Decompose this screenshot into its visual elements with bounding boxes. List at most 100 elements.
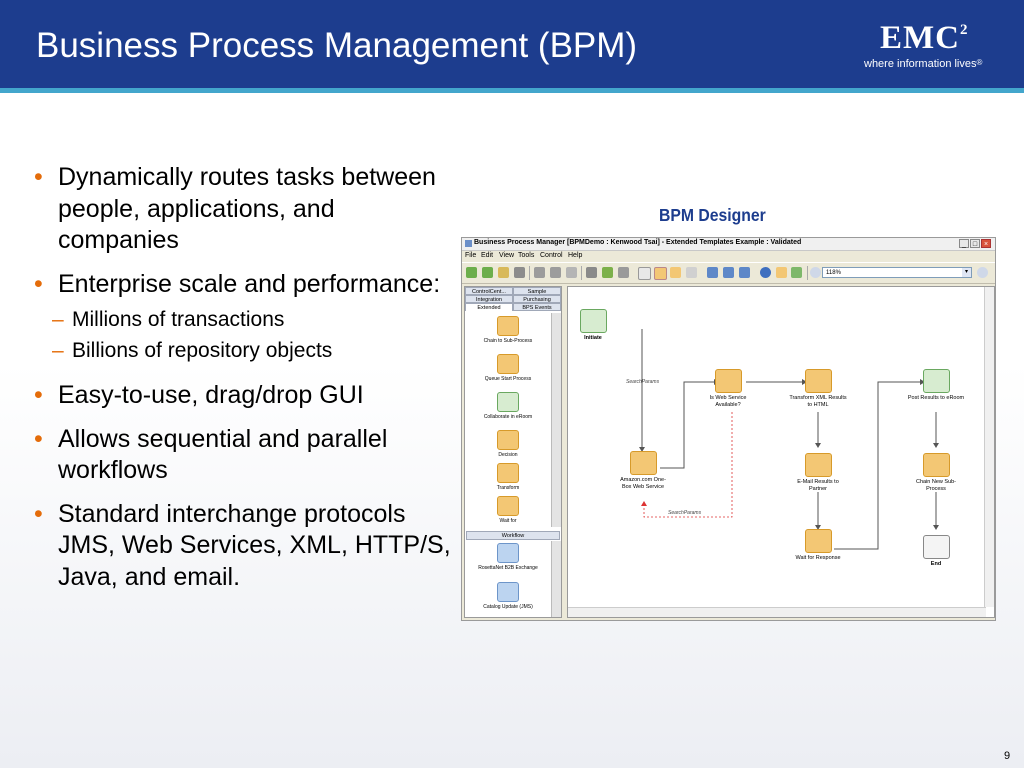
palette-item-eroom[interactable]: Collaborate in eRoom [465, 392, 551, 420]
activity-palette: ControlCent... Sample Integration Purcha… [464, 286, 562, 618]
menu-help[interactable]: Help [568, 252, 583, 259]
process-canvas[interactable]: SearchParams SearchParams Initiate Is We… [567, 286, 995, 618]
node-end[interactable]: End [918, 535, 954, 568]
zoom-in-icon[interactable] [810, 267, 821, 278]
tab-extended[interactable]: Extended [465, 303, 513, 311]
window-titlebar: Business Process Manager [BPMDemo : Kenw… [462, 238, 995, 251]
node-chain-subprocess[interactable]: Chain New Sub-Process [908, 453, 964, 493]
menu-file[interactable]: File [465, 252, 477, 259]
chevron-down-icon[interactable]: ▾ [962, 268, 971, 277]
palette-item-queue-start[interactable]: Queue Start Process [465, 354, 551, 382]
bullet-dot: • [34, 269, 43, 298]
bullet-dash: – [52, 339, 64, 362]
run-icon[interactable] [791, 267, 802, 278]
palette-scrollbar[interactable] [551, 541, 561, 617]
palette-item-chain-subprocess[interactable]: Chain to Sub-Process [465, 316, 551, 344]
bullet-item: •Easy-to-use, drag/drop GUI [34, 380, 459, 412]
node-post-eroom[interactable]: Post Results to eRoom [906, 369, 966, 402]
hand-icon[interactable] [586, 267, 597, 278]
bullet-item: •Dynamically routes tasks between people… [34, 163, 436, 254]
canvas-vertical-scrollbar[interactable] [984, 287, 994, 607]
paste-icon[interactable] [550, 267, 561, 278]
node-transform-xml[interactable]: Transform XML Results to HTML [788, 369, 848, 409]
arrow-head [933, 443, 939, 448]
palette-item-decision[interactable]: Decision [465, 430, 551, 458]
bullet-dash: – [52, 308, 64, 331]
flag-icon [579, 309, 607, 333]
arrow-head [639, 447, 645, 452]
connect-icon[interactable] [707, 267, 718, 278]
zoom-select[interactable]: 118% ▾ [822, 267, 972, 278]
back-icon[interactable] [466, 267, 477, 278]
bullet-item: •Enterprise scale and performance: [34, 269, 459, 301]
delete-icon[interactable] [566, 267, 577, 278]
menu-tools[interactable]: Tools [518, 252, 535, 259]
edge [834, 381, 924, 550]
validate-icon[interactable] [776, 267, 787, 278]
clock-icon [497, 496, 519, 516]
zoom-out-icon[interactable] [977, 267, 988, 278]
palette-group-workflow[interactable]: Workflow [466, 531, 560, 540]
gear-icon [629, 451, 657, 475]
exchange-icon [497, 543, 519, 563]
connect-alt-icon[interactable] [723, 267, 734, 278]
arrow-head [815, 443, 821, 448]
emc-logo: EMC2 where information lives® [864, 20, 983, 70]
tab-controlcenter[interactable]: ControlCent... [465, 287, 513, 295]
palette-item-wait-for[interactable]: Wait for [465, 496, 551, 524]
node-initiate[interactable]: Initiate [578, 309, 608, 342]
queue-icon [497, 354, 519, 374]
tree-icon[interactable] [602, 267, 613, 278]
tab-purchasing[interactable]: Purchasing [513, 295, 561, 303]
arrow-head [815, 525, 821, 530]
copy-icon[interactable] [534, 267, 545, 278]
close-icon[interactable]: × [981, 239, 991, 248]
node-email[interactable]: E-Mail Results to Partner [790, 453, 846, 493]
exchange-icon [497, 582, 519, 602]
tab-sample[interactable]: Sample [513, 287, 561, 295]
slide-number: 9 [1004, 750, 1011, 762]
checkered-flag-icon [922, 535, 950, 559]
bullet-item: •Allows sequential and parallel workflow… [34, 424, 388, 485]
maximize-icon[interactable]: □ [970, 239, 980, 248]
node-amazon[interactable]: Amazon.com One-Box Web Service [618, 451, 668, 491]
mail-icon [804, 453, 832, 477]
canvas-horizontal-scrollbar[interactable] [568, 607, 986, 617]
eroom-icon [922, 369, 950, 393]
decision-icon [497, 430, 519, 450]
menu-edit[interactable]: Edit [481, 252, 494, 259]
bullet-item: •Standard interchange protocols JMS, Web… [34, 499, 451, 591]
sub-bullet-item: –Millions of transactions [34, 304, 459, 335]
menu-view[interactable]: View [499, 252, 515, 259]
save-icon[interactable] [498, 267, 509, 278]
gear-icon[interactable] [670, 267, 681, 278]
forward-icon[interactable] [482, 267, 493, 278]
node-web-service-check[interactable]: Is Web Service Available? [698, 369, 758, 409]
info-icon[interactable] [760, 267, 771, 278]
pointer-icon[interactable] [638, 267, 651, 280]
node-wait-response[interactable]: Wait for Response [790, 529, 846, 562]
branch-icon[interactable] [739, 267, 750, 278]
minimize-icon[interactable]: _ [959, 239, 969, 248]
palette-item-rosettanet[interactable]: RosettaNet B2B Exchange [465, 543, 551, 571]
palette-item-catalog-update[interactable]: Catalog Update (JMS) [465, 582, 551, 610]
decision-icon [714, 369, 742, 393]
palette-scrollbar[interactable] [551, 313, 561, 527]
slide-title: Business Process Management (BPM) [36, 26, 638, 65]
bullet-dot: • [34, 381, 43, 409]
print-icon[interactable] [514, 267, 525, 278]
activity-icon[interactable] [654, 267, 667, 280]
transform-icon [804, 369, 832, 393]
bpm-designer-window: Business Process Manager [BPMDemo : Kenw… [461, 237, 996, 621]
down-arrow-icon[interactable] [618, 267, 629, 278]
link-icon[interactable] [686, 267, 697, 278]
tab-integration[interactable]: Integration [465, 295, 513, 303]
chain-icon [922, 453, 950, 477]
eroom-icon [497, 392, 519, 412]
palette-item-transform[interactable]: Transform [465, 463, 551, 491]
header-stripe [0, 88, 1024, 93]
menu-control[interactable]: Control [540, 252, 563, 259]
bullet-dot: • [34, 163, 43, 191]
tab-bps-events[interactable]: BPS Events [513, 303, 561, 311]
bullet-dot: • [34, 424, 43, 453]
